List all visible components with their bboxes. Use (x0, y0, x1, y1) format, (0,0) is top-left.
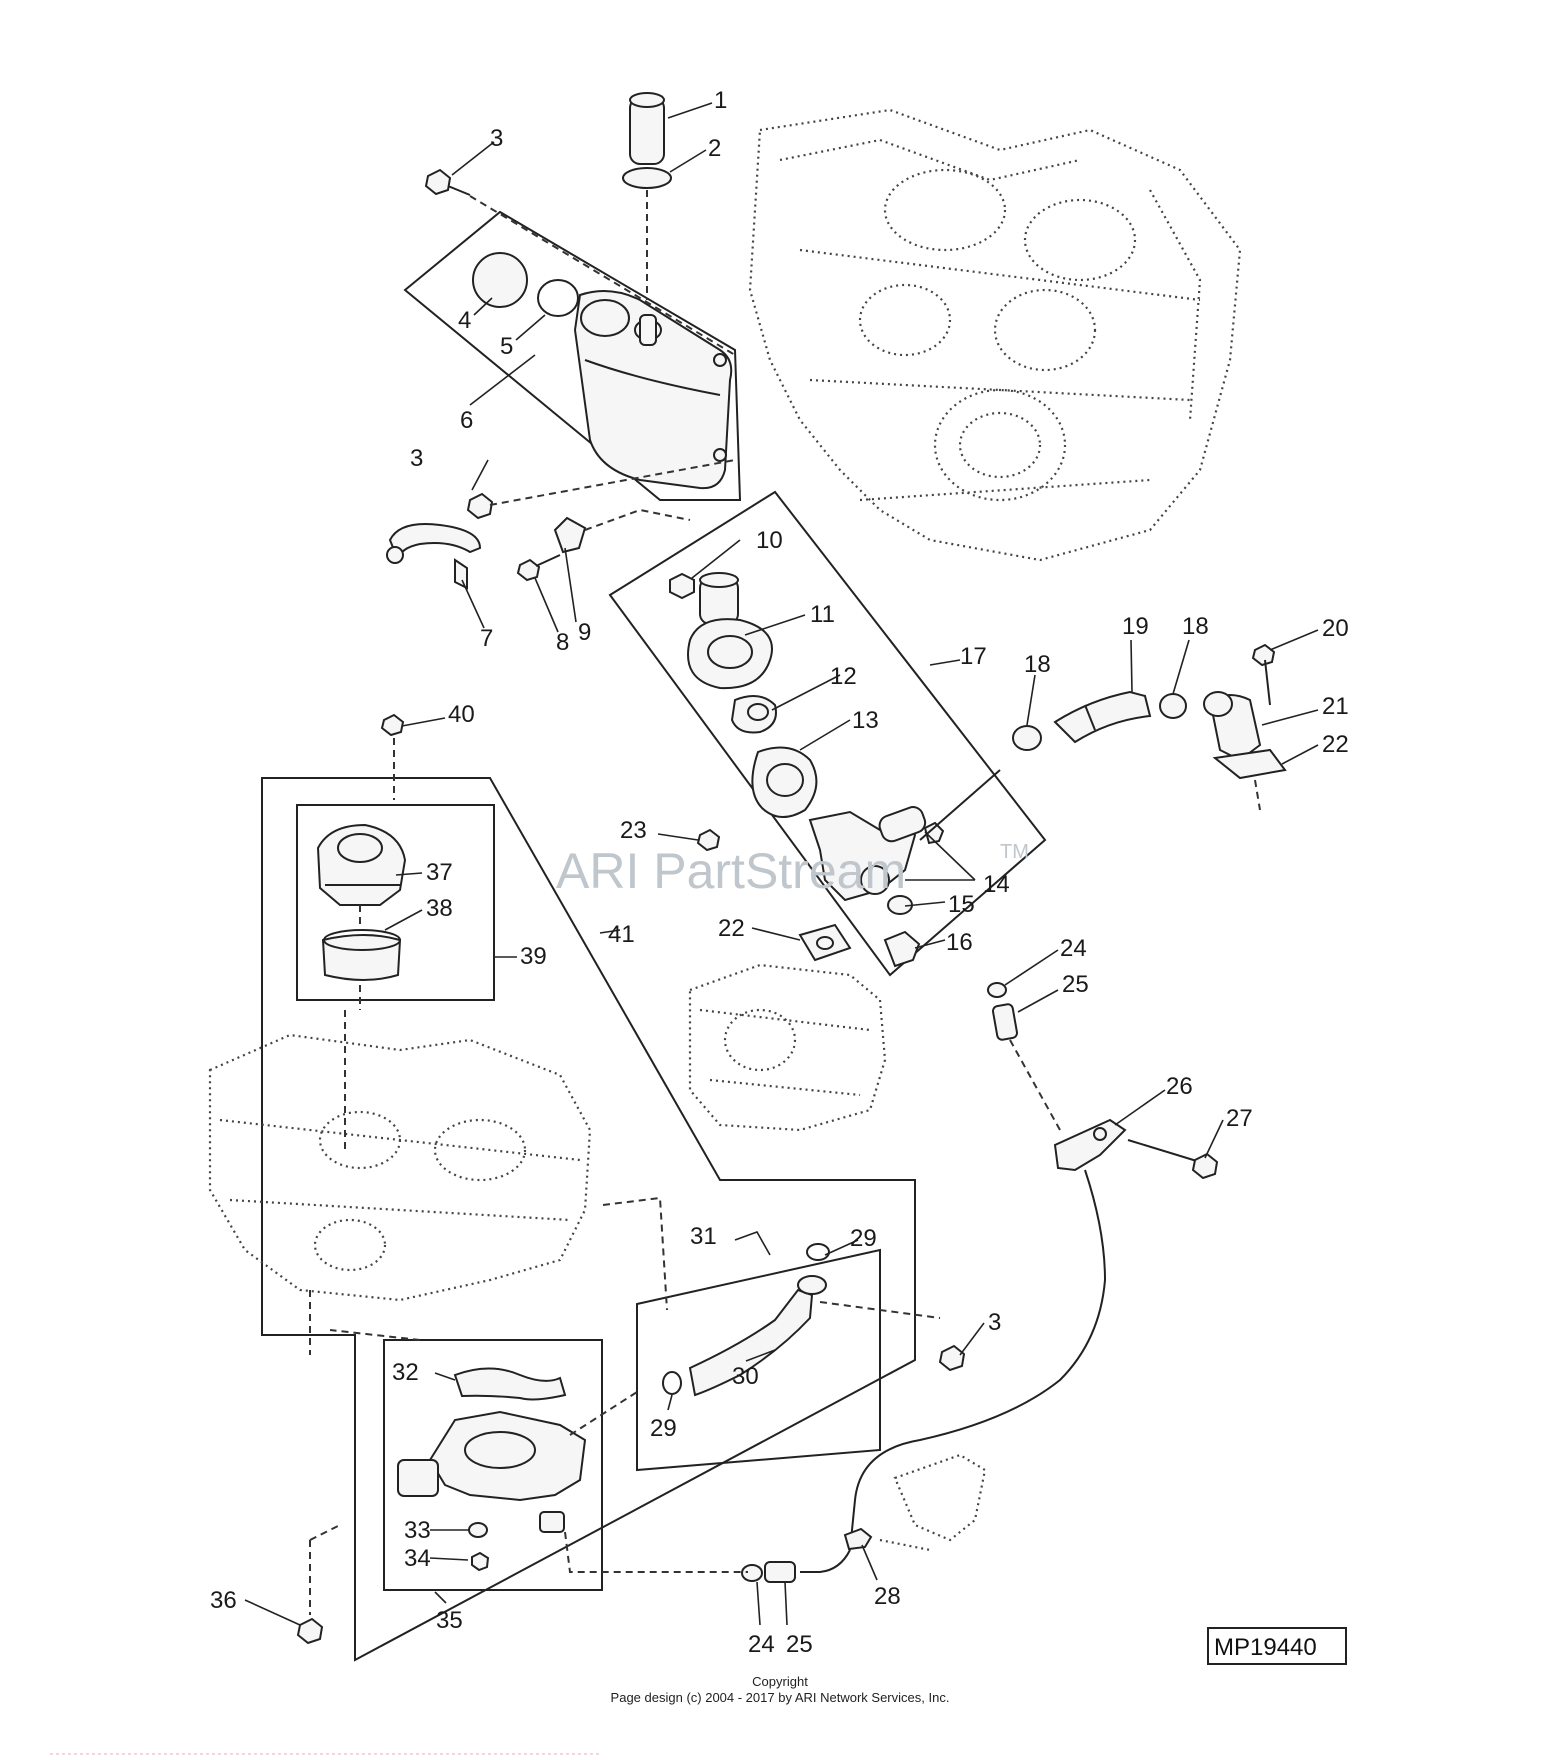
callout-6: 6 (460, 407, 473, 434)
callout-5: 5 (500, 333, 513, 360)
leader-lines (244, 102, 1319, 1626)
callout-4: 4 (458, 307, 471, 334)
copyright-line1: Copyright (752, 1674, 808, 1689)
callout-15: 15 (948, 891, 975, 918)
callout-27: 27 (1226, 1105, 1253, 1132)
part-3-bolt-top (424, 168, 736, 356)
callout-9: 9 (578, 619, 591, 646)
part-20-bolt (1251, 643, 1276, 706)
callout-17: 17 (960, 643, 987, 670)
part-9-clip (553, 508, 691, 554)
callout-11: 11 (810, 601, 835, 628)
engine-block-left (208, 1010, 592, 1355)
callout-1: 1 (714, 87, 727, 114)
callout-18-right: 18 (1182, 613, 1209, 640)
callout-26: 26 (1166, 1073, 1193, 1100)
callout-12: 12 (830, 663, 857, 690)
part-23-bolt (696, 828, 721, 852)
callout-36: 36 (210, 1587, 237, 1614)
callout-2: 2 (708, 135, 721, 162)
callout-29-bottom: 29 (650, 1415, 677, 1442)
callout-33: 33 (404, 1517, 431, 1544)
callout-10: 10 (756, 527, 783, 554)
part-19-hose (1053, 690, 1152, 744)
callout-25-upper: 25 (1062, 971, 1089, 998)
callout-labels: 1 2 3 3 4 5 6 7 8 9 10 11 12 13 14 15 16… (210, 87, 1349, 1658)
tube-dashed-upper (1009, 1039, 1061, 1131)
part-24-clamp-lower (741, 1564, 763, 1582)
part-27-bolt (1127, 1139, 1219, 1180)
part-36-bolt (296, 1524, 341, 1645)
part-28-clip (843, 1527, 873, 1551)
part-40-bolt (380, 713, 405, 800)
tube-to-24 (800, 1549, 851, 1573)
part-26-bracket (1053, 1118, 1127, 1172)
callout-3-top: 3 (490, 125, 503, 152)
callout-22-lower: 22 (718, 915, 745, 942)
part-18-clamp-right (1159, 693, 1187, 719)
callout-16: 16 (946, 929, 973, 956)
group-box-17 (608, 490, 1047, 977)
callout-40: 40 (448, 701, 475, 728)
callout-24-upper: 24 (1060, 935, 1087, 962)
callout-37: 37 (426, 859, 453, 886)
group-box-39 (296, 804, 495, 1010)
tube-main (849, 1169, 1107, 1551)
part-18-clamp-left (1012, 725, 1042, 751)
diagram-code: MP19440 (1214, 1634, 1317, 1661)
part-1-hose (629, 92, 665, 165)
callout-41: 41 (608, 921, 635, 948)
callout-32: 32 (392, 1359, 419, 1386)
callout-31: 31 (690, 1223, 717, 1250)
callout-38: 38 (426, 895, 453, 922)
part-2-clamp (622, 167, 672, 300)
group-box-31 (602, 1196, 941, 1472)
part-25-hose-lower (764, 1561, 796, 1583)
callout-3-lower: 3 (988, 1309, 1001, 1336)
connector-line-hose (919, 769, 1001, 841)
part-22-gasket-right (1212, 748, 1287, 811)
callout-20: 20 (1322, 615, 1349, 642)
part-25-hose-upper (991, 1003, 1019, 1041)
callout-8: 8 (556, 629, 569, 656)
callout-34: 34 (404, 1545, 431, 1572)
callout-28: 28 (874, 1583, 901, 1610)
callout-22-right: 22 (1322, 731, 1349, 758)
callout-29-top: 29 (850, 1225, 877, 1252)
group-box-35 (329, 1329, 748, 1591)
callout-35: 35 (436, 1607, 463, 1634)
part-8-bolt (516, 554, 561, 582)
callout-30: 30 (732, 1363, 759, 1390)
callout-25-lower: 25 (786, 1631, 813, 1658)
part-22-gasket-lower (798, 923, 852, 962)
callout-39: 39 (520, 943, 547, 970)
callout-23: 23 (620, 817, 647, 844)
callout-3-mid: 3 (410, 445, 423, 472)
watermark-tm: TM (1000, 841, 1029, 863)
group-box-41 (261, 777, 916, 1662)
callout-14: 14 (983, 871, 1010, 898)
bracket-bottom-right (879, 1453, 987, 1552)
callout-24-lower: 24 (748, 1631, 775, 1658)
group-box-6 (403, 210, 742, 501)
part-3-bolt-mid (466, 459, 736, 520)
part-7-bracket (386, 523, 482, 590)
watermark-text: ARI PartStream (556, 843, 906, 899)
engine-block-center (688, 963, 887, 1132)
callout-13: 13 (852, 707, 879, 734)
engine-block-top (748, 108, 1242, 562)
diagram-code-box (1207, 1627, 1347, 1665)
copyright-line2: Page design (c) 2004 - 2017 by ARI Netwo… (611, 1690, 950, 1705)
part-24-clamp-upper (987, 982, 1007, 998)
callout-21: 21 (1322, 693, 1349, 720)
part-21-elbow (1203, 691, 1262, 762)
callout-19: 19 (1122, 613, 1149, 640)
part-3-bolt-lower (938, 1344, 966, 1372)
callout-7: 7 (480, 625, 493, 652)
callout-18-left: 18 (1024, 651, 1051, 678)
